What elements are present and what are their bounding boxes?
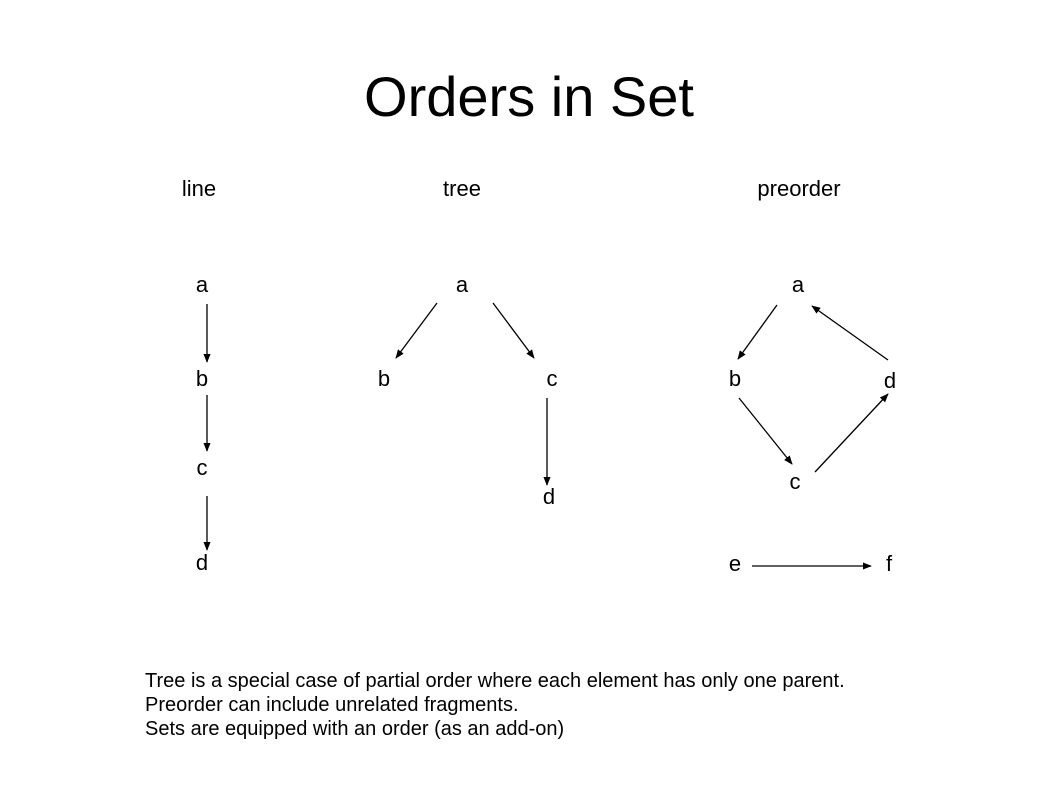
preorder-node-f: f [885, 551, 893, 576]
line-node-b: b [195, 366, 209, 391]
line-node-c: c [196, 455, 208, 480]
column-label-preorder: preorder [757, 176, 841, 201]
preorder-node-a: a [791, 272, 805, 297]
preorder-node-d: d [883, 368, 897, 393]
edge-preorder-a-b [737, 304, 778, 360]
tree-node-d: d [542, 484, 556, 509]
edge-preorder-b-c [738, 397, 793, 465]
edge-preorder-d-a [811, 305, 889, 361]
edge-tree-a-c [492, 302, 535, 359]
line-node-a: a [195, 272, 209, 297]
line-node-d: d [195, 550, 209, 575]
edge-tree-a-b [395, 302, 438, 359]
preorder-node-b: b [728, 366, 742, 391]
column-label-tree: tree [443, 176, 481, 201]
note-line-1: Tree is a special case of partial order … [145, 670, 845, 692]
slide-title: Orders in Set [364, 65, 694, 128]
edge-preorder-c-d [814, 393, 889, 473]
tree-node-b: b [377, 366, 391, 391]
note-line-2: Preorder can include unrelated fragments… [145, 694, 519, 716]
preorder-node-e: e [728, 551, 742, 576]
preorder-node-c: c [789, 469, 801, 494]
tree-node-c: c [546, 366, 558, 391]
tree-node-a: a [455, 272, 469, 297]
note-line-3: Sets are equipped with an order (as an a… [145, 718, 565, 740]
notes-block: Tree is a special case of partial order … [145, 669, 845, 741]
column-label-line: line [181, 176, 217, 201]
